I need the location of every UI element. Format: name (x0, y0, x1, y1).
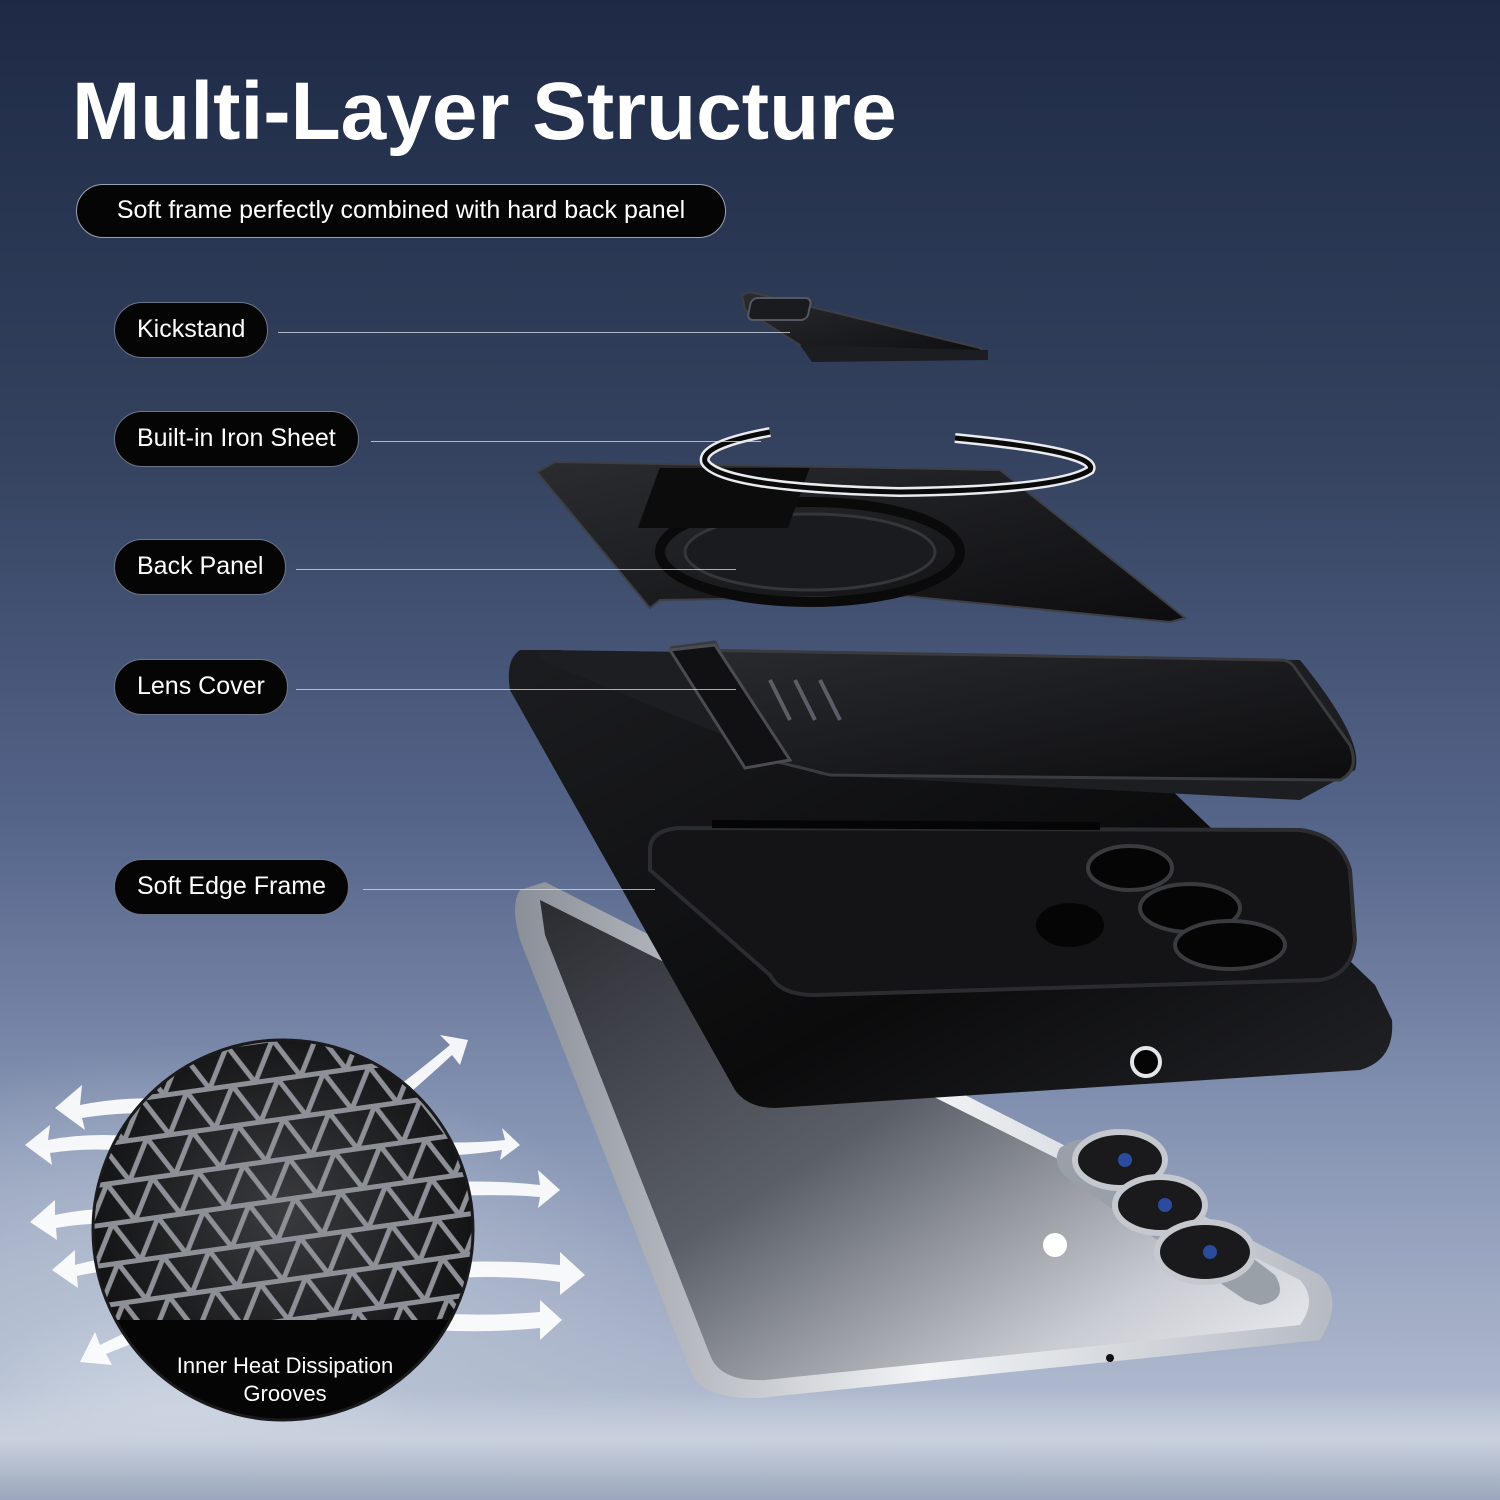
flash-icon (1043, 1233, 1067, 1257)
microphone-hole (1106, 1354, 1114, 1362)
soft-edge-frame (508, 650, 1393, 1108)
leader-line-iron-sheet (371, 441, 761, 442)
label-iron-sheet: Built-in Iron Sheet (114, 411, 359, 467)
lanyard-hole (1130, 1046, 1162, 1078)
leader-line-soft-edge-frame (363, 889, 655, 890)
grip-ridges (768, 679, 842, 721)
caption-line-2: Grooves (243, 1381, 327, 1406)
leader-line-lens-cover (296, 689, 736, 690)
page-title: Multi-Layer Structure (72, 66, 897, 157)
leader-line-back-panel (296, 569, 736, 570)
kickstand (740, 290, 991, 362)
label-back-panel: Back Panel (114, 539, 287, 595)
subtitle-pill: Soft frame perfectly combined with hard … (76, 184, 726, 238)
label-lens-cover: Lens Cover (114, 659, 288, 715)
label-soft-edge-frame: Soft Edge Frame (114, 859, 349, 915)
leader-line-kickstand (278, 332, 790, 333)
heat-dissipation-caption: Inner Heat Dissipation Grooves (140, 1352, 430, 1408)
label-kickstand: Kickstand (114, 302, 269, 358)
iron-sheet-ring (699, 427, 1096, 498)
camera-cutouts (1036, 844, 1287, 971)
camera-module (1056, 1129, 1280, 1305)
lens-cover (540, 640, 1357, 800)
caption-line-1: Inner Heat Dissipation (176, 1353, 394, 1378)
